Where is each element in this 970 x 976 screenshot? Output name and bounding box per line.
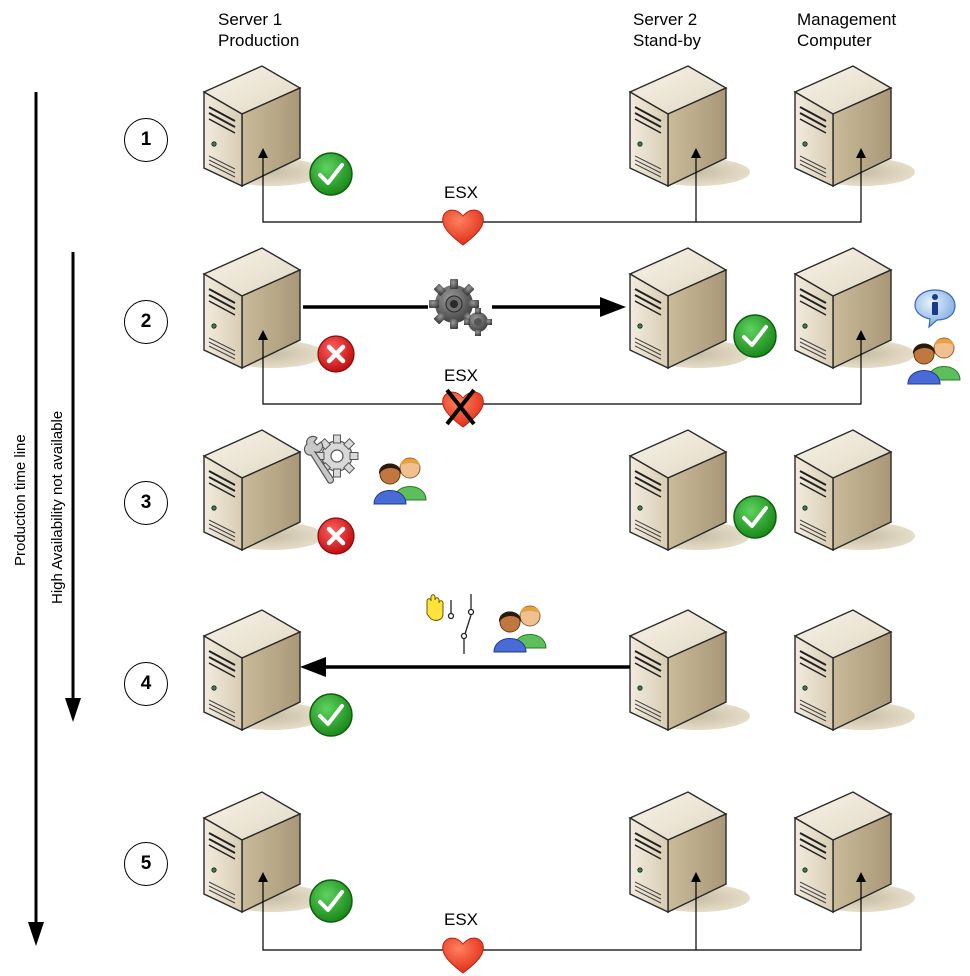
header-management-line1: Management: [797, 10, 897, 29]
server2-row5-icon: [629, 791, 751, 913]
green-check-icon: [308, 878, 354, 924]
esx-label-row2: ESX: [444, 366, 479, 385]
management-row5-icon: [794, 791, 916, 913]
green-check-icon: [308, 151, 354, 197]
header-server2-line2: Stand-by: [633, 31, 702, 50]
gears-icon: [428, 278, 493, 337]
management-row3-icon: [794, 429, 916, 551]
header-server2-line1: Server 2: [633, 10, 698, 29]
step-2-circle: 2: [124, 300, 168, 344]
server2-row3-icon: [629, 429, 751, 551]
header-server1-line1: Server 1: [218, 10, 283, 29]
users-icon: [493, 605, 547, 653]
header-server1-line2: Production: [218, 31, 300, 50]
esx-label-row5: ESX: [444, 910, 479, 929]
info-bubble-icon: [914, 289, 956, 328]
management-row1-icon: [794, 65, 916, 187]
header-management-line2: Computer: [797, 31, 872, 50]
connector-arrowheads-row1: [258, 148, 866, 158]
users-icon: [907, 337, 961, 385]
server1-row5-icon: [203, 791, 325, 913]
production-timeline-arrow: [28, 92, 44, 946]
esx-heartbeat-connector-row5: [262, 876, 862, 951]
server2-row4-icon: [629, 609, 751, 731]
heartbeat-lost-x-icon: [445, 388, 476, 426]
header-management: Management Computer: [797, 9, 896, 51]
esx-heartbeat-connector-row2: [262, 334, 862, 405]
green-check-icon: [732, 494, 778, 540]
step-4-circle: 4: [124, 662, 168, 706]
gear-wrench-icon: [303, 434, 359, 484]
heart-icon: [442, 209, 484, 246]
ha-unavailable-arrow: [65, 252, 81, 722]
header-server2: Server 2 Stand-by: [633, 9, 701, 51]
connector-arrowheads-row5: [258, 872, 866, 882]
header-server1: Server 1 Production: [218, 9, 299, 51]
heart-icon: [442, 937, 484, 974]
manual-switch-icon: [426, 593, 475, 655]
management-row2-icon: [794, 247, 916, 369]
server2-row1-icon: [629, 65, 751, 187]
management-row4-icon: [794, 609, 916, 731]
green-check-icon: [732, 313, 778, 359]
connector-arrowheads-row2: [258, 330, 866, 340]
failback-arrow: [300, 657, 630, 677]
server1-row4-icon: [203, 609, 325, 731]
green-check-icon: [308, 692, 354, 738]
step-5-circle: 5: [124, 842, 168, 886]
server1-row1-icon: [203, 65, 325, 187]
esx-heartbeat-connector-row1: [262, 152, 862, 223]
red-x-icon: [318, 518, 354, 554]
users-icon: [373, 457, 427, 505]
server2-row2-icon: [629, 247, 751, 369]
step-3-circle: 3: [124, 481, 168, 525]
red-x-icon: [318, 336, 354, 372]
esx-label-row1: ESX: [444, 183, 479, 202]
step-1-circle: 1: [124, 118, 168, 162]
failover-arrow: [303, 297, 626, 317]
